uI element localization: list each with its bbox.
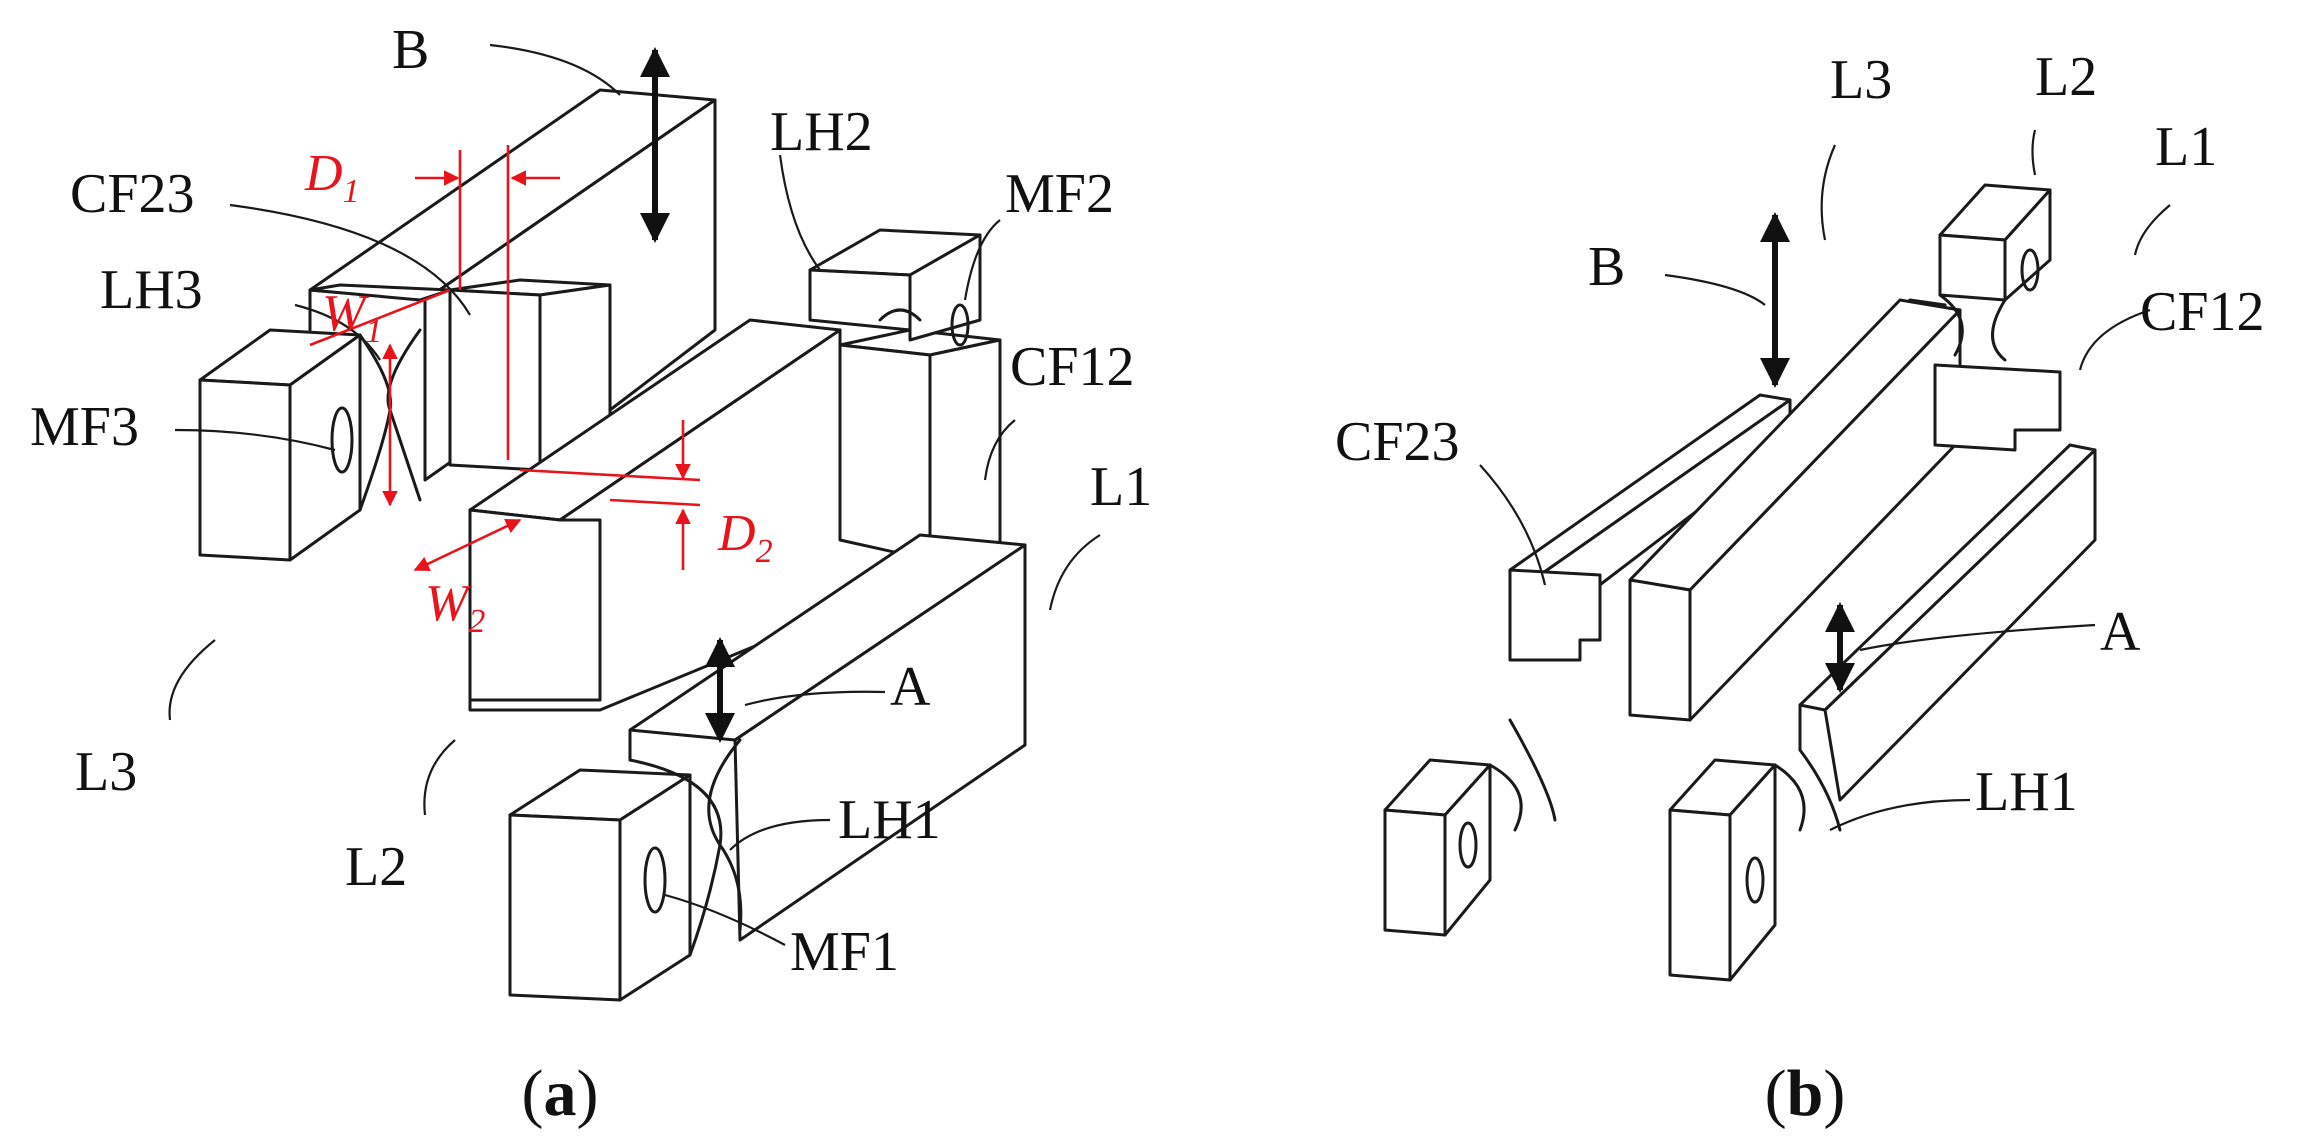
block-l3-front-b <box>1383 718 1557 937</box>
leader-l2-b <box>2031 129 2037 176</box>
leader-cf23-b <box>1479 464 1547 586</box>
label-w2: W2 <box>425 575 485 640</box>
label-l3-b: L3 <box>1830 49 1892 111</box>
leader-l2-a <box>423 739 456 816</box>
label-d2: D2 <box>717 505 773 570</box>
label-cf12-b: CF12 <box>2140 281 2265 343</box>
block-cf12 <box>838 328 1002 562</box>
panel-a-drawing: B CF23 LH2 MF2 LH3 MF3 CF12 L1 A L3 L2 L… <box>30 19 1152 1130</box>
label-mf2-a: MF2 <box>1005 163 1114 225</box>
leader-lh2-a <box>778 154 821 271</box>
lever-l1-bar-b <box>1798 443 2097 802</box>
dimension-d2 <box>519 420 701 570</box>
block-mf1 <box>508 768 692 1002</box>
leader-cf23-a <box>229 203 471 316</box>
leader-l3-b <box>1820 144 1837 241</box>
label-a-b: A <box>2100 601 2141 663</box>
leader-mf1-a <box>664 893 786 946</box>
leader-cf12-a <box>983 419 1016 481</box>
label-d1: D1 <box>304 145 360 210</box>
label-b-b: B <box>1588 236 1625 298</box>
label-cf23-a: CF23 <box>70 163 195 225</box>
label-a-a: A <box>890 656 931 718</box>
label-lh1-b: LH1 <box>1975 761 2078 823</box>
hinge-lh1 <box>628 738 743 957</box>
label-lh2-a: LH2 <box>770 101 873 163</box>
label-l2-b: L2 <box>2035 46 2097 108</box>
leader-a-a <box>744 690 886 707</box>
leader-lh1-b <box>1829 798 1971 831</box>
label-w1: W1 <box>322 285 382 350</box>
leader-mf3-a <box>174 428 336 452</box>
leader-l1-a <box>1048 534 1101 611</box>
label-lh3-a: LH3 <box>100 259 203 321</box>
label-l1-b: L1 <box>2155 116 2217 178</box>
block-l2-top-b <box>1938 183 2052 362</box>
caption-b: (b) <box>1765 1057 1846 1130</box>
label-b-a: B <box>392 19 429 81</box>
leader-mf2-a <box>963 219 1001 301</box>
leader-b-b <box>1664 273 1766 306</box>
label-mf1-a: MF1 <box>790 921 899 983</box>
label-cf12-a: CF12 <box>1010 336 1135 398</box>
label-mf3-a: MF3 <box>30 396 139 458</box>
label-lh1-a: LH1 <box>838 789 941 851</box>
leader-b-a <box>489 43 621 96</box>
leader-l1-b <box>2133 204 2171 256</box>
leader-lh1-a <box>729 818 831 851</box>
label-cf23-b: CF23 <box>1335 411 1460 473</box>
leader-l3-a <box>168 639 216 721</box>
lever-center-bar-b <box>1628 298 1962 722</box>
block-cf23-b <box>1508 568 1602 662</box>
dimension-d1 <box>415 145 560 460</box>
block-mf2 <box>808 228 982 347</box>
block-cf12-b <box>1933 363 2062 452</box>
panel-b-drawing: L3 L2 L1 B CF12 CF23 A LH1 (b) <box>1335 46 2265 1130</box>
caption-a: (a) <box>522 1057 599 1130</box>
label-l2-a: L2 <box>345 836 407 898</box>
leader-lh3-a <box>294 303 381 361</box>
block-l1-front-b <box>1668 748 1842 982</box>
dimension-w2 <box>413 518 522 572</box>
block-mf3 <box>198 328 362 562</box>
leader-a-b <box>1859 623 2096 652</box>
label-l3-a: L3 <box>75 741 137 803</box>
block-cf23 <box>448 278 612 472</box>
dimension-w1 <box>309 288 451 507</box>
label-l1-a: L1 <box>1090 456 1152 518</box>
leader-cf12-b <box>2078 308 2151 371</box>
